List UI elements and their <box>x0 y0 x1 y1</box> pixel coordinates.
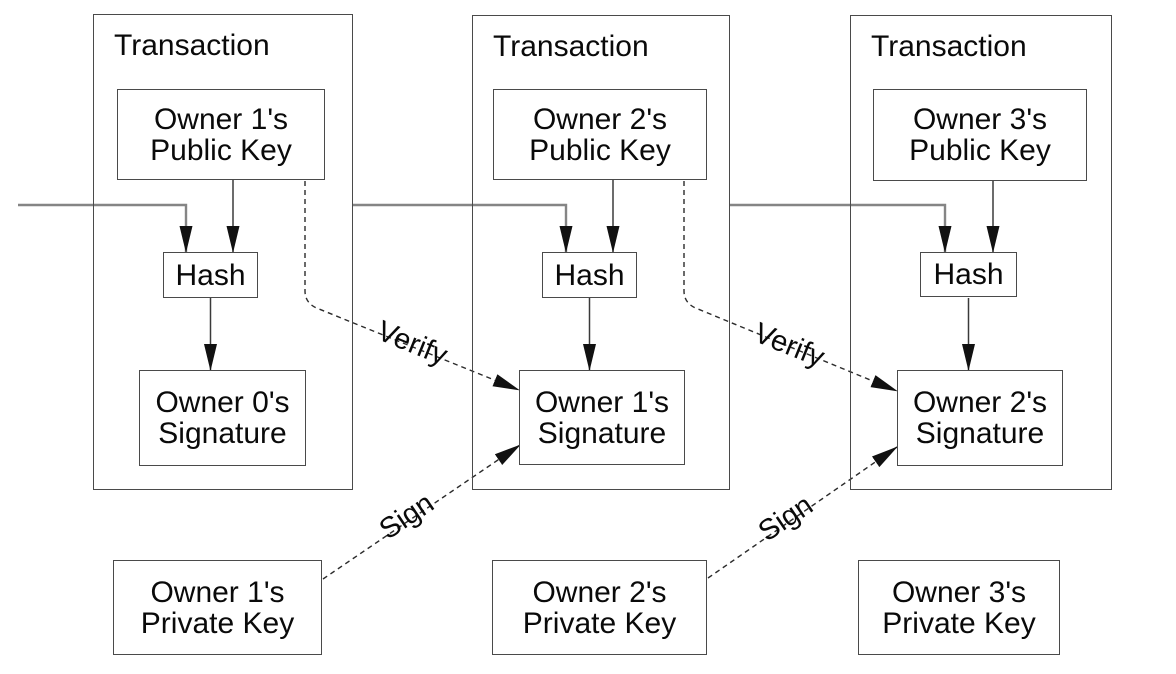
private-key-2-line2: Private Key <box>522 606 677 640</box>
chain-line-into-hash-1 <box>18 203 193 253</box>
transaction-title-2: Transaction <box>493 30 649 63</box>
verify-arrow-1 <box>304 181 520 391</box>
chain-line-into-hash-2 <box>353 203 573 253</box>
sign-arrow-2 <box>707 446 898 579</box>
sign-arrow-1 <box>322 444 521 580</box>
hash-box-2: Hash <box>542 252 637 298</box>
hash-2-label: Hash <box>554 258 625 292</box>
public-key-2-line2: Public Key <box>529 133 671 167</box>
public-key-box-3: Owner 3's Public Key <box>873 89 1087 181</box>
signature-box-2: Owner 1's Signature <box>519 370 685 465</box>
private-key-3-line2: Private Key <box>882 606 1036 640</box>
hash-1-label: Hash <box>175 258 246 292</box>
transaction-box-1: Transaction <box>93 14 353 490</box>
public-key-1-line1: Owner 1's <box>153 102 289 136</box>
private-key-box-1: Owner 1's Private Key <box>113 560 322 655</box>
hash-box-1: Hash <box>163 252 258 298</box>
public-key-1-line2: Public Key <box>150 133 292 167</box>
private-key-1-line1: Owner 1's <box>150 575 285 609</box>
private-key-3-line1: Owner 3's <box>891 575 1027 609</box>
transaction-title-3: Transaction <box>871 30 1027 63</box>
transaction-box-2: Transaction <box>472 15 730 490</box>
private-key-2-line1: Owner 2's <box>532 575 667 609</box>
signature-3-line2: Signature <box>915 417 1045 450</box>
hash-3-label: Hash <box>933 258 1004 291</box>
private-key-box-3: Owner 3's Private Key <box>858 560 1060 655</box>
public-key-3-line2: Public Key <box>909 134 1051 167</box>
signature-2-line2: Signature <box>537 416 667 450</box>
transaction-box-3: Transaction <box>850 15 1112 490</box>
public-key-box-1: Owner 1's Public Key <box>117 89 325 180</box>
public-key-2-line1: Owner 2's <box>532 102 668 136</box>
public-key-3-line1: Owner 3's <box>912 103 1048 136</box>
transaction-title-1: Transaction <box>114 29 270 62</box>
signature-box-1: Owner 0's Signature <box>139 370 306 466</box>
private-key-box-2: Owner 2's Private Key <box>492 560 707 655</box>
private-key-1-line2: Private Key <box>140 606 295 640</box>
verify-arrow-2 <box>683 181 898 392</box>
public-key-box-2: Owner 2's Public Key <box>493 89 707 180</box>
signature-3-line1: Owner 2's <box>912 386 1048 419</box>
signature-box-3: Owner 2's Signature <box>897 370 1063 466</box>
chain-line-into-hash-3 <box>730 203 952 253</box>
signature-2-line1: Owner 1's <box>534 385 670 419</box>
signature-1-line1: Owner 0's <box>155 386 290 419</box>
hash-box-3: Hash <box>920 252 1017 297</box>
signature-1-line2: Signature <box>158 417 287 450</box>
